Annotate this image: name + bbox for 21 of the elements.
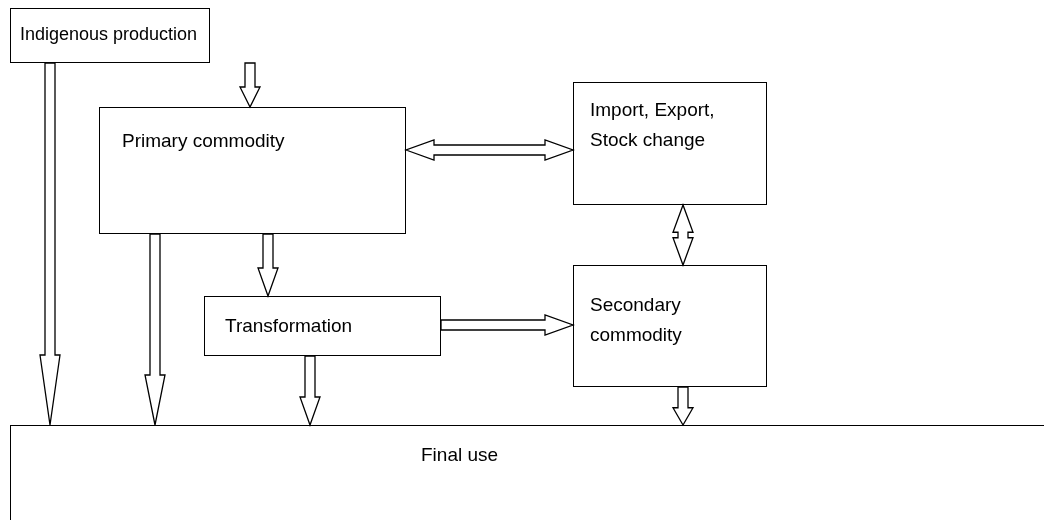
hollow-arrow <box>299 355 321 427</box>
process-box <box>99 107 406 234</box>
hollow-arrow <box>257 233 279 298</box>
process-box <box>10 425 1044 520</box>
process-box <box>573 265 767 387</box>
box-label: Final use <box>421 443 500 467</box>
hollow-arrow <box>144 233 166 426</box>
box-label: Import, Export, Stock change <box>590 98 716 152</box>
box-label: Primary commodity <box>122 129 286 153</box>
process-box <box>10 8 210 63</box>
box-label: Transformation <box>225 314 354 338</box>
hollow-arrow <box>39 62 61 426</box>
hollow-arrow <box>671 386 695 427</box>
hollow-arrow <box>672 203 694 267</box>
hollow-arrow <box>404 139 575 161</box>
hollow-arrow <box>440 314 575 336</box>
process-box <box>204 296 441 356</box>
process-box <box>573 82 767 205</box>
box-label: Indigenous production <box>20 23 199 46</box>
hollow-arrow <box>238 62 262 109</box>
box-label: Secondary commodity <box>590 293 683 347</box>
